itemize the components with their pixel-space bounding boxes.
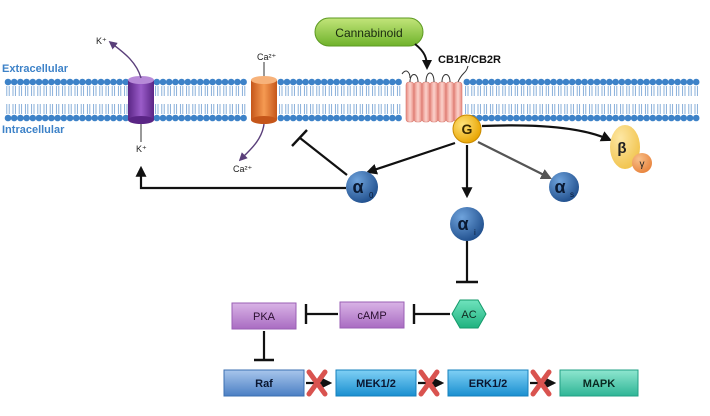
adenylyl-cyclase (451, 299, 487, 329)
mapk-label: MAPK (583, 378, 615, 390)
beta-label: β (617, 140, 626, 157)
alpha-i-label: α (457, 214, 468, 234)
pka-box (231, 302, 297, 330)
beta-subunit (610, 125, 640, 169)
alpha-s-subscript: s (570, 190, 574, 199)
ca-ion-top-label: Ca²⁺ (257, 52, 277, 62)
erk-label: ERK1/2 (469, 378, 508, 390)
alpha-i-subunit (450, 207, 484, 241)
g-to-alpha-s-arrow (477, 141, 552, 179)
gamma-label: γ (640, 159, 645, 170)
pka-label: PKA (253, 311, 276, 323)
extracellular-label: Extracellular (2, 63, 69, 75)
potassium-efflux-arrow (108, 40, 142, 79)
cb1r-cb2r-receptor (401, 65, 469, 123)
camp-label: cAMP (357, 310, 386, 322)
intracellular-label: Intracellular (2, 124, 65, 136)
alpha-i-subscript: i (474, 228, 476, 237)
block-cross-raf-mek (306, 369, 328, 397)
calcium-influx-arrow (238, 123, 265, 162)
alpha-o-activates-k-channel (135, 165, 346, 190)
k-ion-bottom-label: K⁺ (136, 144, 147, 154)
mek-box (335, 369, 417, 397)
ac-label: AC (461, 309, 476, 321)
block-cross-erk-mapk (530, 369, 552, 397)
alpha-o-subscript: 0 (369, 191, 374, 200)
raf-label: Raf (255, 378, 273, 390)
alpha-s-label: α (554, 177, 565, 197)
camp-box (339, 301, 405, 329)
calcium-channel (251, 62, 277, 124)
mek-label: MEK1/2 (356, 378, 396, 390)
alpha-o-subunit (346, 171, 378, 203)
alpha-o-inhibits-ca-channel (299, 137, 348, 176)
ligand-binding-arrow (414, 43, 432, 70)
k-ion-top-label: K⁺ (96, 36, 107, 46)
g-to-beta-gamma-arrow (481, 124, 612, 142)
g-protein (452, 114, 482, 144)
receptor-label: CB1R/CB2R (438, 54, 501, 66)
g-protein-label: G (462, 121, 473, 137)
g-to-alpha-o-arrow (365, 141, 456, 175)
alpha-s-subunit (549, 172, 579, 202)
gamma-subunit (632, 153, 652, 173)
potassium-channel (128, 76, 154, 142)
raf-box (223, 369, 305, 397)
alpha-o-label: α (352, 177, 363, 197)
cannabinoid-label: Cannabinoid (335, 26, 402, 40)
block-cross-mek-erk (418, 369, 440, 397)
mapk-box (559, 369, 639, 397)
ca-inhibition-bar (291, 129, 308, 147)
erk-box (447, 369, 529, 397)
ca-ion-bottom-label: Ca²⁺ (233, 164, 253, 174)
cell-membrane (4, 78, 700, 122)
cannabinoid-ligand: Cannabinoid (314, 17, 424, 47)
